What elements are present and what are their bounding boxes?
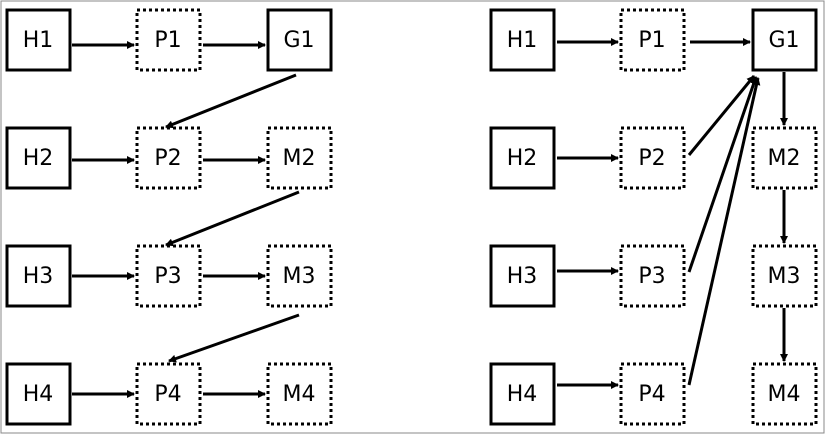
- left-node-h3-label: H3: [23, 264, 54, 289]
- left-node-h2: H2: [5, 126, 72, 190]
- left-node-m2: M2: [266, 126, 333, 190]
- left-node-m3: M3: [266, 244, 333, 308]
- left-node-p3-label: P3: [154, 264, 181, 289]
- right-node-h4-label: H4: [507, 382, 538, 407]
- left-node-p1-label: P1: [154, 28, 181, 53]
- right-node-g1: G1: [751, 8, 818, 72]
- right-node-p2: P2: [619, 126, 686, 190]
- right-edge-p3-g1: [687, 76, 758, 273]
- right-edge-p2-g1: [687, 75, 756, 156]
- left-node-p4: P4: [135, 362, 202, 426]
- right-node-g1-label: G1: [768, 28, 799, 53]
- left-node-m3-label: M3: [283, 264, 316, 289]
- right-node-p3: P3: [619, 244, 686, 308]
- right-node-h2: H2: [489, 126, 556, 190]
- right-node-m2: M2: [751, 126, 818, 190]
- left-edge-m2-p3: [165, 190, 300, 247]
- left-node-p1: P1: [135, 8, 202, 72]
- left-node-p3: P3: [135, 244, 202, 308]
- left-edge-m3-p4: [168, 313, 300, 363]
- right-node-h4: H4: [489, 362, 556, 426]
- right-node-p3-label: P3: [638, 264, 665, 289]
- right-node-p1: P1: [619, 8, 686, 72]
- right-node-m3: M3: [751, 244, 818, 308]
- left-node-g1: G1: [266, 8, 333, 72]
- left-node-p2: P2: [135, 126, 202, 190]
- right-node-m4: M4: [751, 362, 818, 426]
- right-node-h3: H3: [489, 244, 556, 308]
- right-node-m4-label: M4: [768, 382, 801, 407]
- left-node-g1-label: G1: [283, 28, 314, 53]
- right-node-h1: H1: [489, 8, 556, 72]
- right-node-p4: P4: [619, 362, 686, 426]
- left-edge-g1-p2: [165, 73, 297, 129]
- left-node-h1-label: H1: [23, 28, 54, 53]
- right-node-m2-label: M2: [768, 146, 801, 171]
- right-diagram: H1 P1 G1 H2 P2 M2 H3 P3: [489, 8, 818, 426]
- left-node-h1: H1: [5, 8, 72, 72]
- left-node-m2-label: M2: [283, 146, 316, 171]
- left-node-p4-label: P4: [154, 382, 181, 407]
- right-node-h1-label: H1: [507, 28, 538, 53]
- right-node-p1-label: P1: [638, 28, 665, 53]
- left-node-h4: H4: [5, 362, 72, 426]
- left-diagram: H1 P1 G1 H2 P2 M2 H3 P3: [5, 8, 333, 426]
- left-node-h2-label: H2: [23, 146, 54, 171]
- left-node-h4-label: H4: [23, 382, 54, 407]
- right-node-m3-label: M3: [768, 264, 801, 289]
- left-node-h3: H3: [5, 244, 72, 308]
- right-node-h2-label: H2: [507, 146, 538, 171]
- left-node-m4: M4: [266, 362, 333, 426]
- right-node-h3-label: H3: [507, 264, 538, 289]
- right-node-p4-label: P4: [638, 382, 665, 407]
- left-node-m4-label: M4: [283, 382, 316, 407]
- right-node-p2-label: P2: [638, 146, 665, 171]
- right-edge-p4-g1: [687, 77, 761, 386]
- left-node-p2-label: P2: [154, 146, 181, 171]
